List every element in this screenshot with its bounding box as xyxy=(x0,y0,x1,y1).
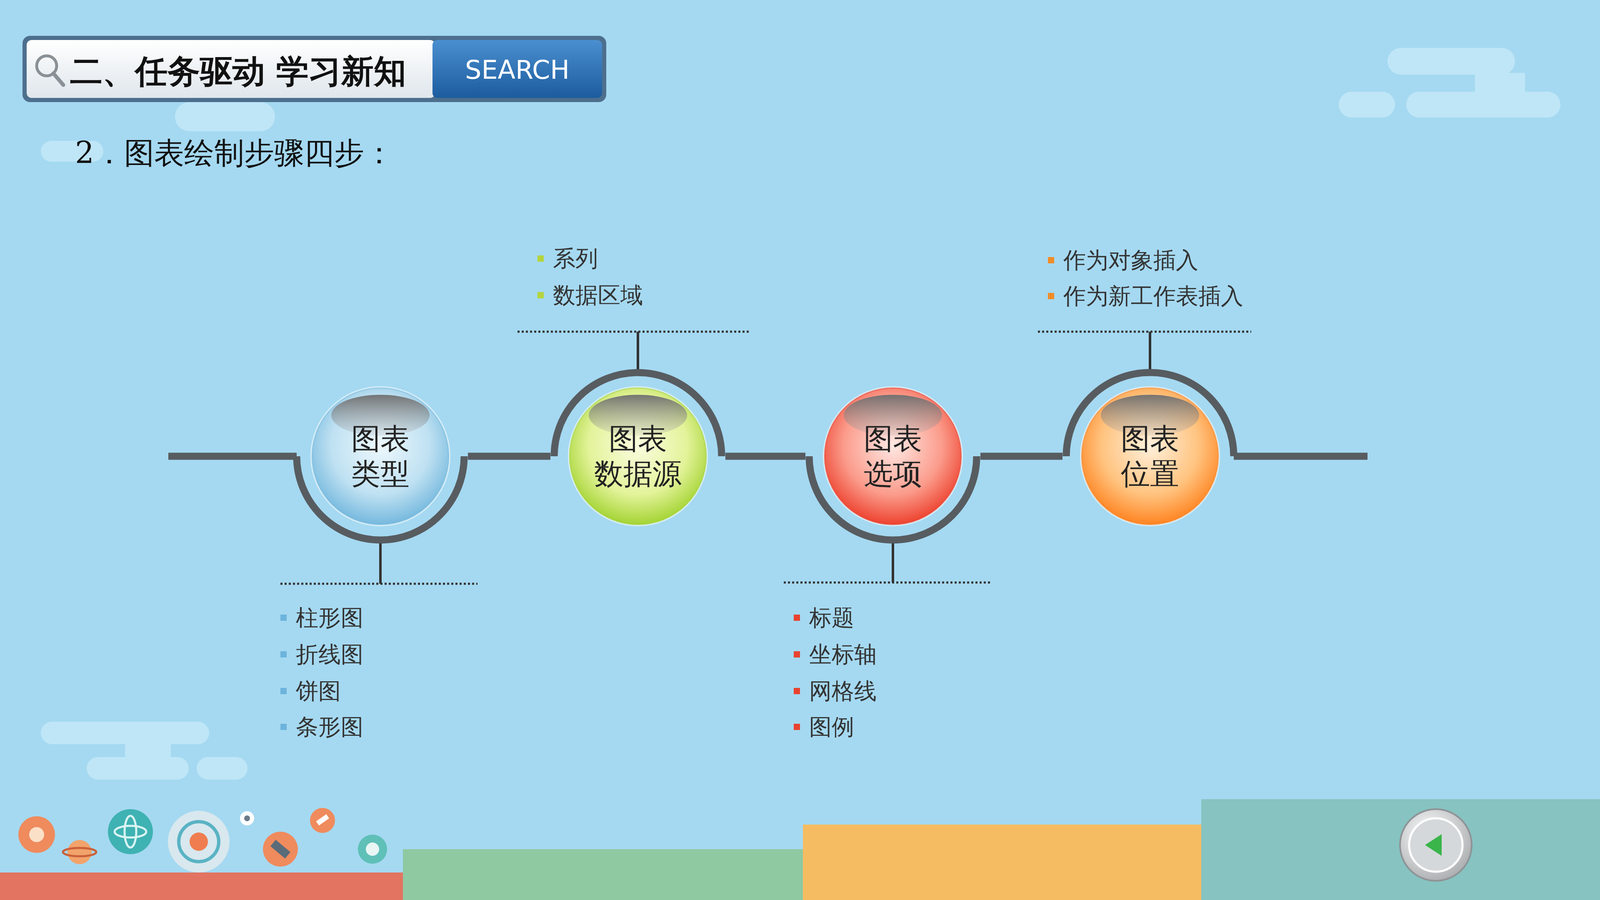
bullet-square xyxy=(280,614,287,621)
header-title: 二、任务驱动 学习新知 xyxy=(70,51,407,91)
search-tab: SEARCH xyxy=(432,54,603,86)
back-button xyxy=(1400,809,1472,881)
bullet-square xyxy=(280,723,287,730)
step-label: 图表 类型 xyxy=(326,421,435,492)
bullet-item: 条形图 xyxy=(295,713,364,741)
bullet-square xyxy=(793,723,800,730)
bullet-item: 图例 xyxy=(809,713,855,741)
step-circle: 图表 位置 xyxy=(1062,368,1238,544)
dotted-rule xyxy=(783,581,992,584)
track-connector xyxy=(980,452,1063,460)
leader-line xyxy=(379,543,382,584)
band xyxy=(0,872,403,900)
dotted-rule xyxy=(280,582,478,585)
bullet-square xyxy=(280,651,287,658)
circle-shape xyxy=(550,368,726,544)
bullet-item: 饼图 xyxy=(295,677,341,705)
bullet-square xyxy=(537,292,544,299)
bullet-square xyxy=(280,687,287,695)
circle-shape xyxy=(1062,368,1238,544)
dotted-rule xyxy=(1037,330,1252,333)
circle-shape xyxy=(805,368,981,544)
track-line xyxy=(168,452,297,460)
step-label: 图表 数据源 xyxy=(583,421,693,492)
step-label: 图表 位置 xyxy=(1095,421,1205,492)
cloud xyxy=(40,47,1561,780)
step-circle: 图表 选项 xyxy=(805,368,981,544)
band xyxy=(1201,799,1600,900)
slide-title: 2．图表绘制步骤四步： xyxy=(75,134,395,172)
bullet-item: 柱形图 xyxy=(295,604,364,632)
bullet-item: 作为新工作表插入 xyxy=(1063,282,1244,310)
step-circle: 图表 数据源 xyxy=(550,368,726,544)
bullet-square xyxy=(793,687,800,695)
bullet-square xyxy=(793,651,800,658)
track-connector xyxy=(467,452,551,460)
bullet-item: 坐标轴 xyxy=(809,640,877,668)
track-connector xyxy=(725,452,806,460)
bullet-square xyxy=(793,614,800,621)
bullet-item: 网格线 xyxy=(809,677,877,705)
track-art xyxy=(168,331,1368,584)
bullet-marks xyxy=(280,255,1055,730)
bullet-square xyxy=(1047,257,1055,264)
bullet-item: 标题 xyxy=(809,604,855,632)
bullet-square xyxy=(1047,292,1055,300)
track-line xyxy=(1233,452,1368,460)
science-icons xyxy=(18,807,388,873)
bullet-item: 数据区域 xyxy=(552,281,643,309)
header-bar xyxy=(22,35,607,103)
bullet-item: 作为对象插入 xyxy=(1063,246,1199,274)
band xyxy=(802,824,1202,900)
dotted-rule xyxy=(517,330,750,333)
leader-line xyxy=(891,543,895,583)
band xyxy=(402,849,803,900)
leader-line xyxy=(1148,331,1152,370)
leader-line xyxy=(636,331,640,370)
bullet-item: 折线图 xyxy=(295,640,364,668)
step-label: 图表 选项 xyxy=(838,421,948,492)
step-circle: 图表 类型 xyxy=(292,368,468,544)
bullet-item: 系列 xyxy=(552,245,598,273)
circle-shape xyxy=(292,368,468,544)
bullet-square xyxy=(537,255,544,262)
